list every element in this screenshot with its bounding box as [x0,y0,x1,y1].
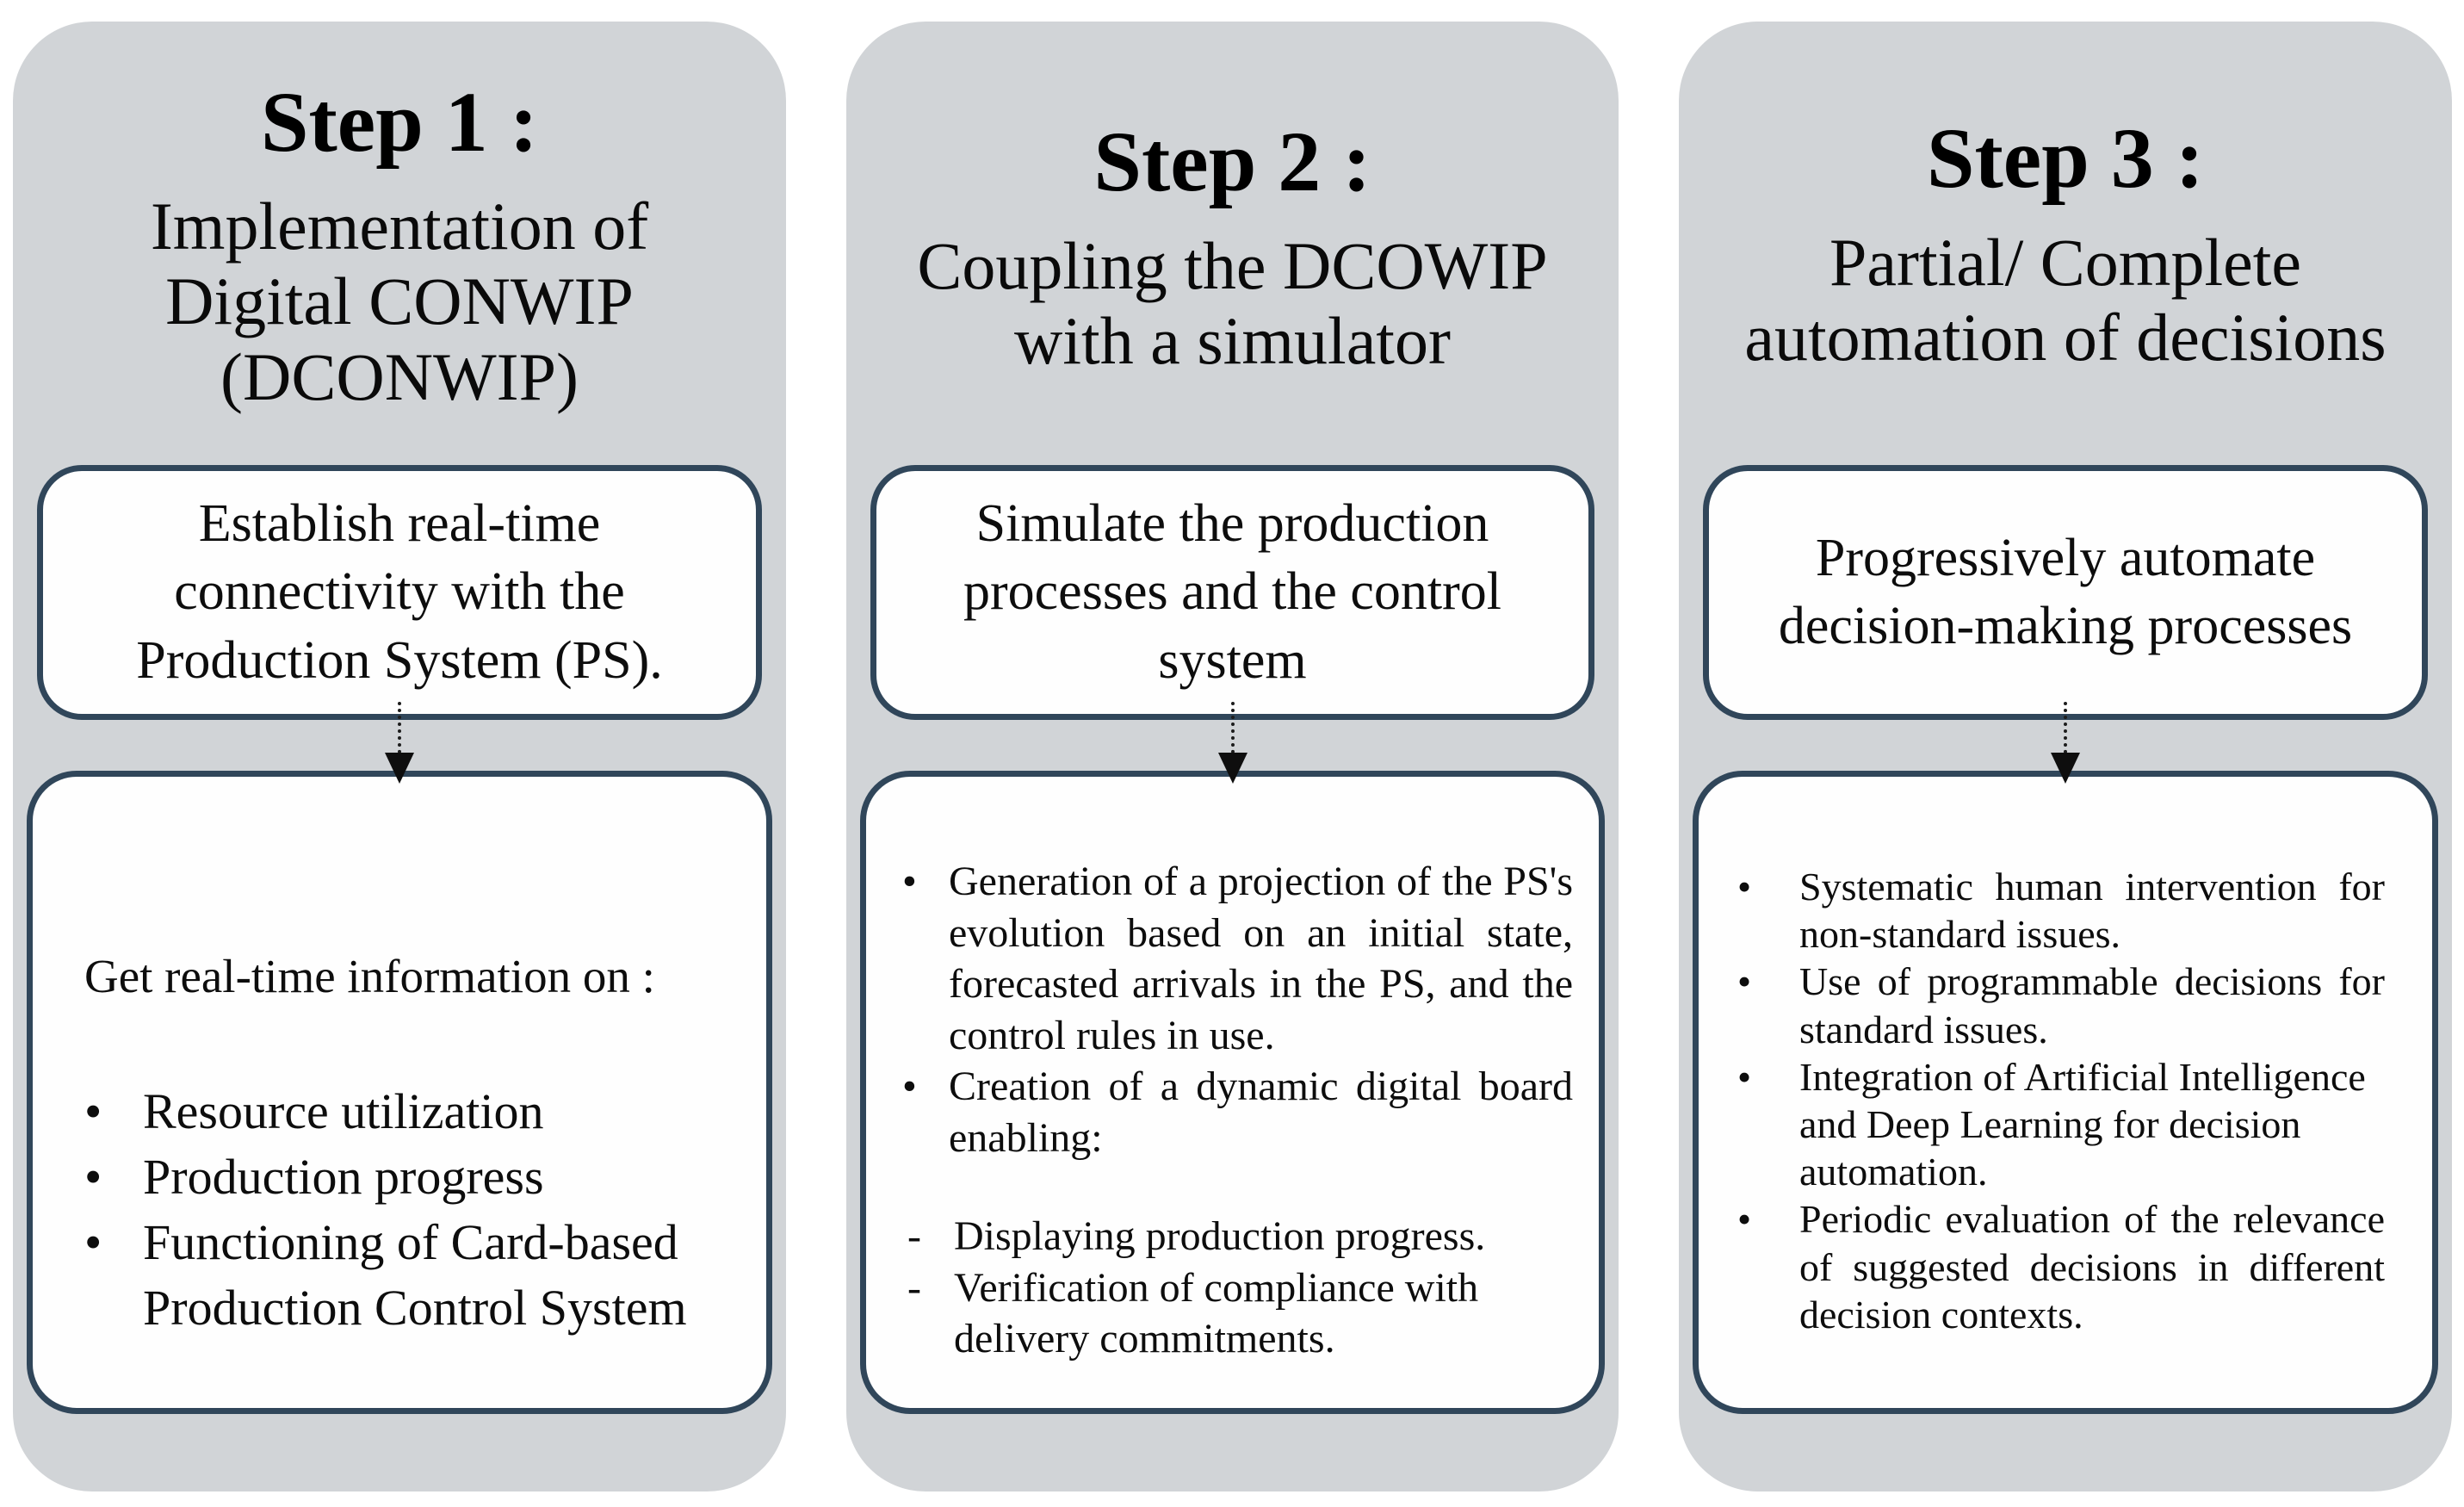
step3-title: Step 3 : [1926,110,2205,206]
arrow-dotted-line [1230,702,1235,754]
step3-subtitle: Partial/ Complete automation of decision… [1679,225,2452,375]
step2-action-line: system [1158,630,1307,690]
step1-detail-box: Get real-time information on : • Resourc… [27,771,772,1414]
step1-action-text: Establish real-time connectivity with th… [136,490,662,695]
list-item: • Use of programmable decisions for stan… [1737,958,2385,1052]
step1-panel: Step 1 : Implementation of Digital CONWI… [13,22,786,1491]
list-item: • Resource utilization [84,1079,727,1144]
step2-detail-box: • Generation of a projection of the PS's… [860,771,1605,1414]
step2-subtitle-line: with a simulator [1014,303,1451,379]
step1-subtitle-line: Implementation of [150,189,649,264]
list-item: • Functioning of Card-based Production C… [84,1210,727,1341]
step3-action-text: Progressively automate decision-making p… [1779,524,2352,661]
dash-item-text: Verification of compliance with delivery… [954,1264,1479,1362]
step2-down-arrow [1217,702,1247,784]
step2-title: Step 2 : [1093,114,1371,209]
bullet-icon: • [1737,959,1752,1004]
list-item-text: Integration of Artificial Intelligence a… [1799,1054,2366,1194]
list-item: • Production progress [84,1144,727,1210]
step3-action-box: Progressively automate decision-making p… [1703,465,2428,720]
step1-action-line: Production System (PS). [136,630,663,690]
list-item: • Creation of a dynamic digital board en… [902,1061,1573,1163]
step2-subtitle: Coupling the DCOWIP with a simulator [846,228,1619,379]
arrow-head-icon [1217,753,1247,784]
step3-subtitle-line: Partial/ Complete [1829,225,2302,300]
step3-action-line: decision-making processes [1778,597,2353,655]
step2-action-box: Simulate the production processes and th… [870,465,1594,720]
step1-subtitle: Implementation of Digital CONWIP (DCONWI… [13,189,786,414]
bullet-icon: • [902,1064,917,1110]
dash-icon: - [907,1264,921,1311]
step3-panel: Step 3 : Partial/ Complete automation of… [1679,22,2452,1491]
arrow-head-icon [2051,753,2080,784]
step1-detail-intro: Get real-time information on : [84,950,655,1002]
step3-down-arrow [2051,702,2080,784]
bullet-icon: • [1737,1054,1752,1099]
list-item: • Periodic evaluation of the relevance o… [1737,1195,2385,1338]
list-item-text: Systematic human intervention for non-st… [1799,865,2385,957]
dash-item: - Displaying production progress. [902,1211,1573,1262]
step1-subtitle-line: (DCONWIP) [220,338,579,414]
dash-icon: - [907,1213,921,1260]
arrow-dotted-line [398,702,401,754]
step3-detail-box: • Systematic human intervention for non-… [1693,771,2438,1414]
step3-action-line: Progressively automate [1815,528,2316,587]
step2-action-line: Simulate the production [975,493,1489,553]
list-item-text: Generation of a projection of the PS's e… [949,859,1573,1058]
list-item-text: Use of programmable decisions for standa… [1799,959,2385,1051]
arrow-head-icon [385,753,414,784]
bullet-icon: • [84,1148,102,1205]
bullet-icon: • [1737,865,1752,909]
list-item: • Systematic human intervention for non-… [1737,863,2385,958]
step1-down-arrow [385,702,414,784]
dash-item: - Verification of compliance with delive… [902,1262,1573,1365]
list-item-text: Periodic evaluation of the relevance of … [1799,1197,2385,1336]
list-item: • Integration of Artificial Intelligence… [1737,1053,2385,1196]
step3-subtitle-line: automation of decisions [1744,300,2387,375]
step2-action-text: Simulate the production processes and th… [963,490,1501,695]
bullet-icon: • [902,859,917,904]
dash-sublist: - Displaying production progress. - Veri… [902,1211,1573,1365]
step1-title: Step 1 : [260,74,539,170]
bullet-icon: • [84,1213,102,1270]
arrow-dotted-line [2064,702,2067,754]
step1-subtitle-line: Digital CONWIP [165,264,634,339]
step1-action-box: Establish real-time connectivity with th… [37,465,762,720]
list-item-text: Creation of a dynamic digital board enab… [949,1064,1573,1161]
step1-action-line: connectivity with the [174,562,625,622]
list-item-text: Production progress [143,1148,544,1205]
dash-item-text: Displaying production progress. [954,1213,1486,1260]
step2-action-line: processes and the control [963,562,1501,622]
bullet-icon: • [84,1083,102,1139]
step2-subtitle-line: Coupling the DCOWIP [917,228,1548,303]
step1-action-line: Establish real-time [198,493,601,553]
bullet-icon: • [1737,1197,1752,1242]
step2-panel: Step 2 : Coupling the DCOWIP with a simu… [846,22,1619,1491]
list-item-text: Resource utilization [143,1083,544,1139]
list-item-text: Functioning of Card-based Production Con… [143,1213,687,1336]
list-item: • Generation of a projection of the PS's… [902,856,1573,1061]
